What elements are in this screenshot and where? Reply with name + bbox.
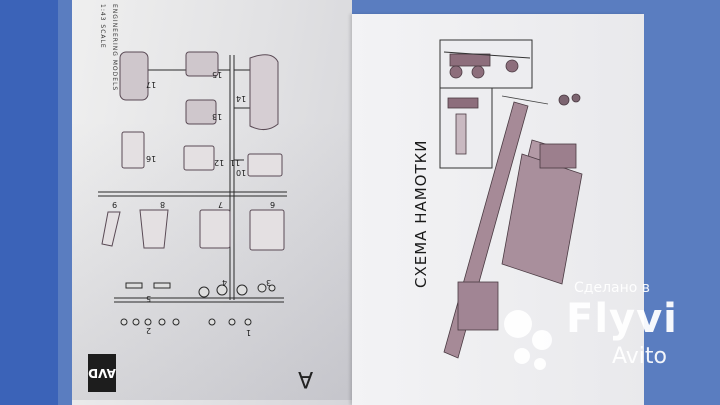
winding-scheme-diagram [439, 39, 583, 359]
part-number: 15 [212, 70, 223, 79]
scheme-title: СХЕМА НАМОТКИ [412, 139, 430, 288]
part-number: 16 [146, 154, 157, 163]
logo-text: AVD [88, 366, 116, 380]
part-number: 7 [218, 200, 224, 209]
part-number: 10 [236, 168, 247, 177]
part-number: 17 [146, 80, 157, 89]
part-number: 8 [160, 200, 166, 209]
part-number: 6 [270, 200, 276, 209]
part-number: 1 [246, 328, 252, 337]
part-number: 9 [112, 200, 118, 209]
flyvi-avito-watermark: Сделано в Flyvi Avito [498, 274, 708, 394]
part-number: 2 [146, 326, 152, 335]
part-number: 14 [236, 94, 247, 103]
sprue-parts-diagram [98, 51, 287, 326]
part-number: 13 [212, 112, 223, 121]
part-number: 3 [266, 278, 272, 287]
watermark-brand: Flyvi [566, 296, 678, 342]
part-number: 12 [214, 158, 225, 167]
watermark-site: Avito [612, 344, 667, 369]
part-17 [119, 51, 149, 101]
part-number: 11 [230, 158, 241, 167]
watermark-made-in: Сделано в [574, 280, 651, 296]
part-number: 4 [222, 278, 228, 287]
part-number: 5 [146, 294, 152, 303]
sheet-letter: A [298, 366, 314, 391]
avd-models-logo: AVD [88, 354, 116, 392]
pin-icon [504, 310, 552, 370]
